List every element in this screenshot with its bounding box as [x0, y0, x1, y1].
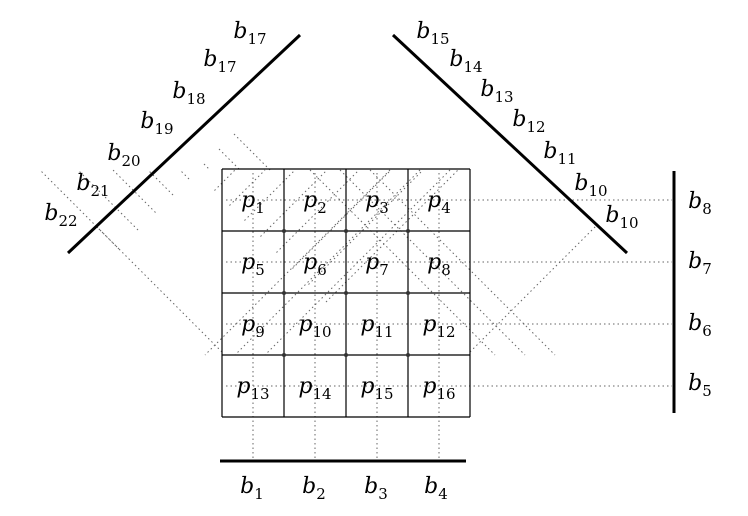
pixel-label-10: p10 — [298, 312, 331, 341]
detector-label-upper-left: b22 — [44, 201, 77, 230]
grid-node — [406, 291, 410, 295]
grid-node — [344, 229, 348, 233]
detector-label-upper-left: b19 — [140, 109, 173, 138]
detector-label-upper-right: b14 — [449, 47, 482, 76]
ray-diag-lower-right — [469, 223, 599, 353]
detector-bars — [66, 33, 676, 463]
grid-node — [282, 229, 286, 233]
ray-diag-cell — [204, 169, 391, 356]
ray-diag-upper-left — [39, 169, 120, 250]
detector-label-upper-left: b18 — [172, 79, 205, 108]
grid-node — [282, 353, 286, 357]
ray-diag-upper-left — [77, 169, 139, 231]
pixel-label-3: p3 — [365, 188, 389, 217]
grid-node — [406, 353, 410, 357]
detector-label-upper-right: b10 — [574, 171, 607, 200]
detector-label-bottom: b4 — [424, 474, 448, 503]
detector-label-right: b6 — [688, 311, 712, 340]
ray-diag-upper-left — [233, 133, 271, 171]
grid-node — [344, 353, 348, 357]
ray-diag-upper-right — [276, 169, 360, 253]
ray-diag-upper-right — [292, 169, 392, 269]
pixel-label-14: p14 — [298, 374, 331, 403]
detector-label-bottom: b2 — [302, 474, 326, 503]
ray-diag-upper-right — [214, 169, 236, 191]
ray-diag-upper-left — [147, 169, 174, 196]
pixel-label-15: p15 — [360, 374, 393, 403]
detector-label-upper-left: b17 — [233, 19, 266, 48]
projection-rays — [39, 133, 672, 460]
detector-bar-upper-right — [391, 33, 629, 255]
ray-diag-upper-left — [218, 148, 241, 171]
detector-label-upper-right: b15 — [416, 19, 449, 48]
pixel-label-11: p11 — [360, 312, 393, 341]
pixel-label-1: p1 — [241, 188, 265, 217]
pixel-label-7: p7 — [365, 250, 389, 279]
detector-label-upper-right: b11 — [543, 139, 576, 168]
detector-bar-upper-left — [66, 33, 302, 255]
ray-diag-cell — [369, 169, 556, 356]
pixel-label-6: p6 — [303, 250, 327, 279]
pixel-label-4: p4 — [427, 188, 451, 217]
pixel-label-13: p13 — [236, 374, 269, 403]
ray-diag-upper-left — [179, 169, 190, 180]
detector-label-upper-left: b17 — [203, 47, 236, 76]
grid-node — [282, 291, 286, 295]
pixel-label-9: p9 — [241, 312, 265, 341]
pixel-label-12: p12 — [422, 312, 455, 341]
detector-label-right: b8 — [688, 189, 712, 218]
grid-node — [344, 291, 348, 295]
ray-diag-cell — [234, 169, 421, 356]
detector-label-bottom: b1 — [240, 474, 264, 503]
grid-node — [406, 229, 410, 233]
detector-label-upper-right: b10 — [605, 203, 638, 232]
ray-diag-upper-right — [229, 169, 266, 206]
pixel-label-16: p16 — [422, 374, 455, 403]
detector-label-upper-left: b21 — [76, 171, 109, 200]
pixel-label-8: p8 — [427, 250, 451, 279]
detector-label-upper-left: b20 — [107, 141, 140, 170]
detector-label-right: b5 — [688, 371, 712, 400]
pixel-labels: p1 p2 p3 p4 p5 p6 p7 p8 p9 p10 p11 p12 p13 p14 p15 p16 — [236, 188, 455, 403]
ray-diag-upper-right — [244, 169, 296, 221]
pixel-label-2: p2 — [303, 188, 327, 217]
ray-diag-upper-left — [203, 163, 211, 171]
detector-label-bottom: b3 — [364, 474, 388, 503]
pixel-grid — [221, 168, 471, 418]
pixel-label-5: p5 — [241, 250, 265, 279]
detector-label-upper-right: b13 — [480, 77, 513, 106]
ray-diag-cell — [339, 169, 526, 356]
ray-diag-upper-left — [112, 169, 156, 213]
ray-diag-cell — [309, 169, 496, 356]
detector-label-upper-right: b12 — [512, 107, 545, 136]
ray-diag-cell — [264, 169, 451, 356]
detector-label-right: b7 — [688, 249, 712, 278]
